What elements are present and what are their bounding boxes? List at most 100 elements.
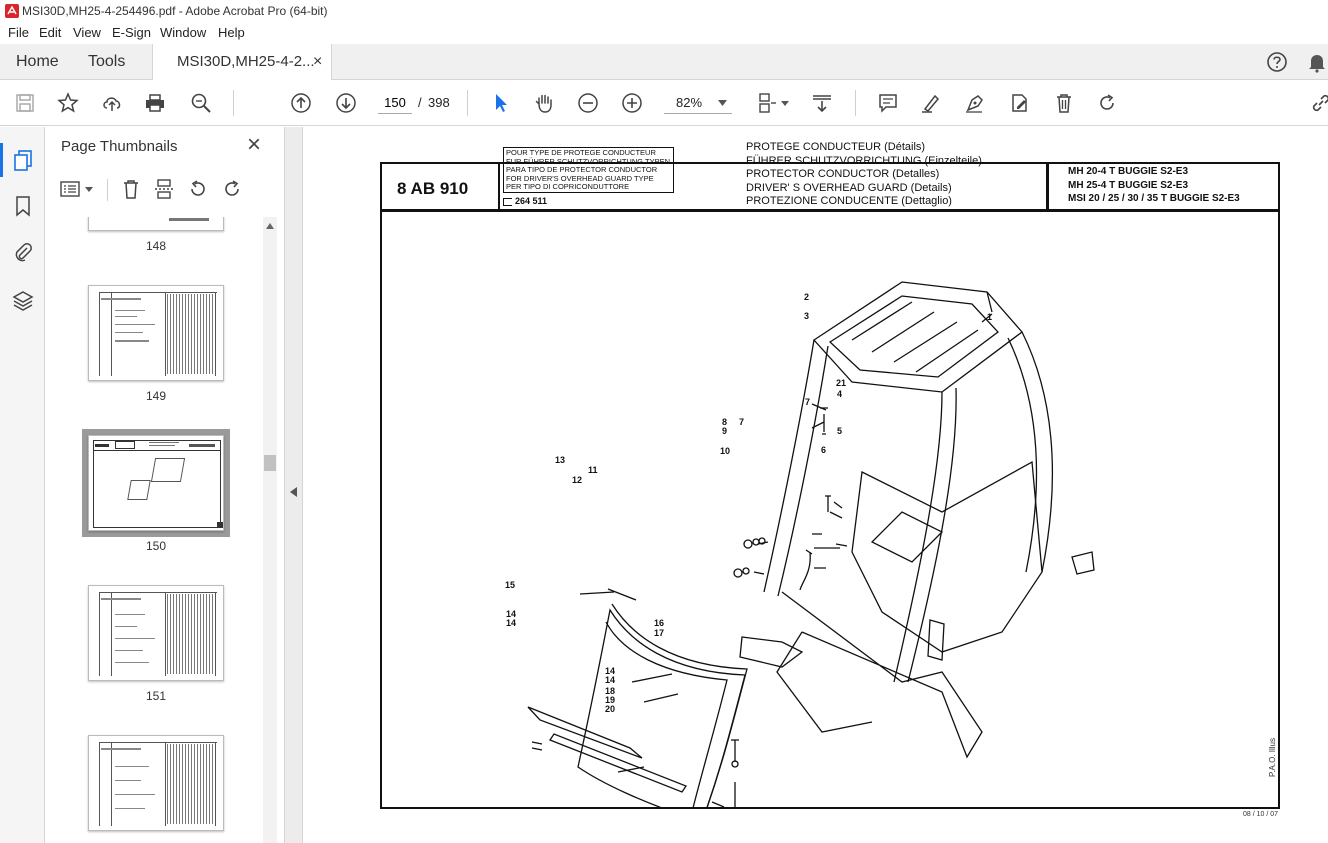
print-button[interactable] (142, 90, 168, 116)
menu-esign[interactable]: E-Sign (112, 25, 152, 40)
thumbnail-page-151[interactable] (88, 585, 224, 681)
scrollbar-thumb[interactable] (264, 455, 276, 471)
scroll-mode-button[interactable] (809, 90, 835, 116)
pdf-page: 8 AB 910 POUR TYPE DE PROTEGE CONDUCTEUR… (303, 127, 1328, 843)
fountain-pen-icon (966, 95, 983, 113)
comment-icon (879, 94, 897, 113)
minus-circle-icon (578, 93, 598, 113)
sheet-titles: PROTEGE CONDUCTEUR (Détails) FÜHRER SCHU… (746, 141, 982, 209)
tab-home[interactable]: Home (16, 53, 59, 70)
attachment-paperclip-icon[interactable] (12, 241, 34, 263)
callout-label: 15 (505, 580, 516, 590)
callout-label: 9 (722, 426, 728, 436)
previous-page-button[interactable] (288, 90, 314, 116)
save-icon (16, 94, 34, 112)
callout-label: 7 (739, 417, 745, 427)
callout-label: 16 (654, 618, 665, 628)
callout-label: 8 (722, 417, 728, 427)
thumbnail-page-150[interactable] (88, 435, 224, 531)
acrobat-logo-icon (5, 4, 19, 18)
delete-page-trash-icon[interactable] (120, 178, 142, 200)
callout-label: 5 (837, 426, 843, 436)
drawing-frame (380, 212, 1280, 809)
type-line: POUR TYPE DE PROTEGE CONDUCTEUR (506, 148, 656, 157)
sheet-title-line: FÜHRER SCHUTZVORRICHTUNG (Einzelteile) (746, 154, 982, 167)
tab-document[interactable]: MSI30D,MH25-4-2... × (152, 44, 332, 81)
callout-label: 1 (987, 312, 993, 322)
model-list: MH 20-4 T BUGGIE S2-E3 MH 25-4 T BUGGIE … (1068, 165, 1240, 206)
thumbnail-list: 148 149 (45, 217, 263, 843)
panel-close-icon[interactable]: × (247, 131, 262, 158)
page-fit-icon (759, 93, 776, 113)
left-navigation-rail (0, 127, 45, 843)
callout-label: 11 (588, 465, 598, 475)
menu-help[interactable]: Help (218, 25, 245, 40)
star-icon (57, 92, 79, 113)
tab-close-icon[interactable]: × (313, 53, 323, 70)
bookmark-star-button[interactable] (55, 90, 81, 116)
rotate-clockwise-icon (1100, 94, 1114, 110)
arrow-down-circle-icon (336, 93, 356, 113)
rotate-counterclockwise-icon[interactable] (187, 178, 209, 200)
scroll-down-page-icon (813, 95, 831, 113)
callout-label: 13 (555, 455, 566, 465)
scroll-up-arrow-icon[interactable] (266, 223, 274, 229)
header-divider (1046, 162, 1049, 212)
menu-window[interactable]: Window (160, 25, 207, 40)
sheet-code: 8 AB 910 (397, 179, 469, 198)
title-bar: MSI30D,MH25-4-254496.pdf - Adobe Acrobat… (0, 0, 1328, 22)
callout-label: 17 (654, 628, 665, 638)
rotate-clockwise-icon[interactable] (221, 178, 243, 200)
callout-label: 10 (720, 446, 731, 456)
thumbnail-page-148[interactable] (88, 217, 224, 231)
page-separator: / (418, 95, 422, 110)
thumbnail-scrollbar[interactable] (263, 217, 277, 843)
menu-edit[interactable]: Edit (39, 25, 62, 40)
document-view[interactable]: 8 AB 910 POUR TYPE DE PROTEGE CONDUCTEUR… (303, 127, 1328, 843)
zoom-select[interactable]: 82% (664, 92, 732, 114)
side-note: P.A.O. Illus (1268, 738, 1277, 777)
comment-button[interactable] (875, 90, 901, 116)
sheet-title-line: PROTECTOR CONDUCTOR (Detalles) (746, 168, 940, 180)
zoom-out-button[interactable] (575, 90, 601, 116)
layers-icon[interactable] (12, 289, 34, 311)
thumbnail-options-icon[interactable] (59, 179, 81, 199)
delete-button[interactable] (1051, 90, 1077, 116)
bookmark-icon[interactable] (12, 195, 34, 217)
panel-collapse-handle[interactable] (285, 127, 303, 843)
zoom-in-button[interactable] (619, 90, 645, 116)
highlight-button[interactable] (918, 90, 944, 116)
type-line: FUR FÜHRER SCHUTZVORRICHTUNG TYPEN (506, 156, 671, 166)
extract-page-icon[interactable] (153, 178, 175, 200)
share-upload-button[interactable] (99, 90, 125, 116)
tab-tools[interactable]: Tools (88, 53, 126, 70)
chevron-down-icon[interactable] (85, 187, 93, 192)
callout-label: 14 (605, 675, 616, 685)
sheet-header (380, 162, 1280, 212)
hand-tool-button[interactable] (531, 90, 557, 116)
save-button[interactable] (12, 90, 38, 116)
notification-bell-icon[interactable] (1306, 51, 1328, 73)
tab-bar: Home Tools MSI30D,MH25-4-2... × (0, 44, 1328, 81)
menu-file[interactable]: File (8, 25, 29, 40)
collapse-left-arrow-icon[interactable] (290, 487, 297, 497)
find-button[interactable] (188, 90, 214, 116)
thumbnail-page-152[interactable] (88, 735, 224, 831)
menu-view[interactable]: View (73, 25, 101, 40)
exploded-drawing-guard (527, 281, 1095, 807)
page-number-input[interactable] (378, 92, 412, 114)
thumbnail-page-149[interactable] (88, 285, 224, 381)
more-tools-button[interactable] (1308, 90, 1328, 116)
rotate-button[interactable] (1094, 90, 1120, 116)
draw-button[interactable] (962, 90, 988, 116)
page-thumbnails-icon[interactable] (12, 149, 34, 171)
callout-label: 18 (605, 686, 616, 696)
next-page-button[interactable] (333, 90, 359, 116)
model-line: MSI 20 / 25 / 30 / 35 T BUGGIE S2-E3 (1068, 193, 1240, 204)
select-tool-button[interactable] (488, 90, 514, 116)
help-icon[interactable] (1266, 51, 1288, 73)
edit-pdf-button[interactable] (1007, 90, 1033, 116)
chevron-down-icon[interactable] (781, 101, 789, 106)
highlighter-pen-icon (922, 94, 940, 113)
page-display-button[interactable] (754, 90, 780, 116)
